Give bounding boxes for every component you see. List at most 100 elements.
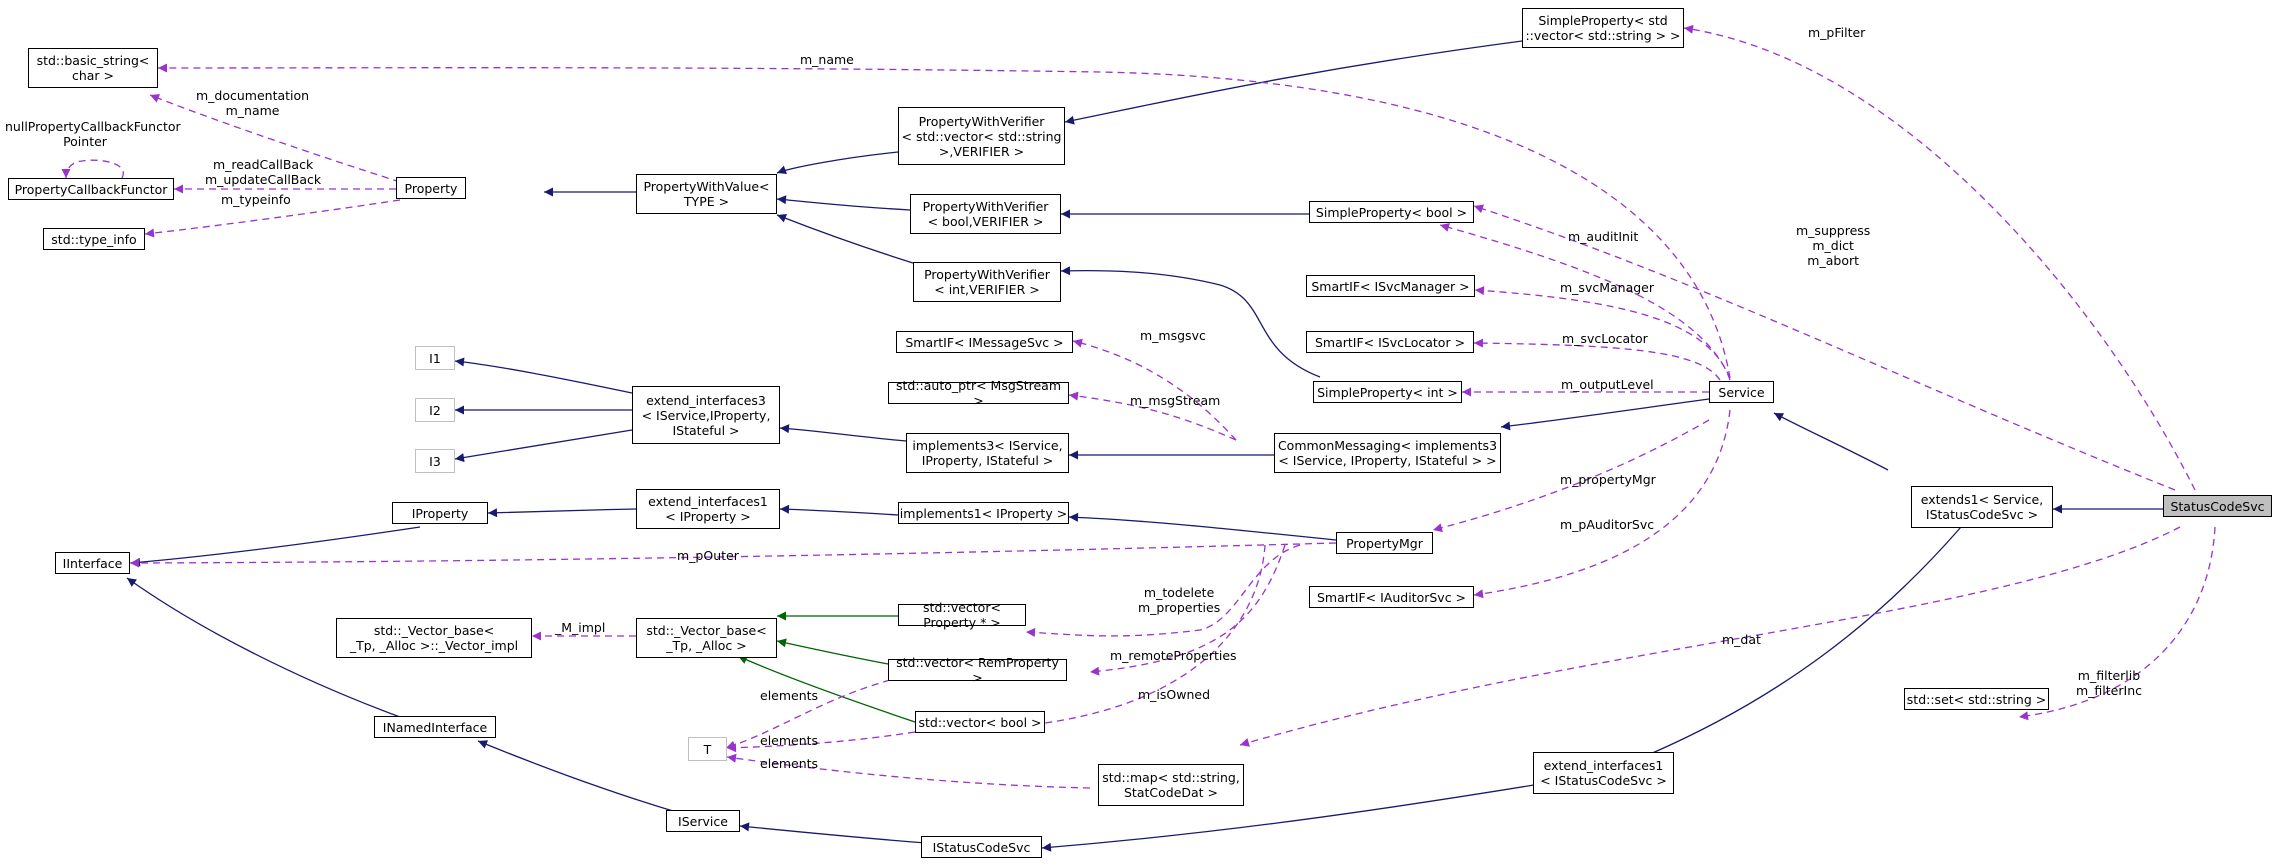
node-smartif-auditorsvc[interactable]: SmartIF< IAuditorSvc >: [1309, 586, 1474, 608]
edge-m-pauditor: [1473, 409, 1731, 599]
node-smartif-msgsvc[interactable]: SmartIF< IMessageSvc >: [896, 331, 1073, 353]
node-service[interactable]: Service: [1709, 381, 1774, 403]
node-i3[interactable]: I3: [415, 449, 455, 473]
edge-iscsvc-from-ext1isc: [1041, 783, 1541, 852]
template-edges: [737, 611, 916, 723]
node-extend-interfaces1-iproperty[interactable]: extend_interfaces1< IProperty >: [636, 489, 780, 529]
node-property-callback-functor[interactable]: PropertyCallbackFunctor: [8, 178, 174, 200]
label-elements-1: elements: [760, 688, 819, 703]
node-simple-property-vector[interactable]: SimpleProperty< std::vector< std::string…: [1522, 8, 1684, 48]
node-simple-property-int[interactable]: SimpleProperty< int >: [1313, 381, 1462, 403]
edge-i1-from-ext3: [454, 357, 633, 394]
edge-m-propertymgr: [1432, 419, 1710, 533]
edge-elements3: [726, 753, 1091, 789]
inheritance-edges: [126, 39, 2163, 852]
edge-m-pouter: [129, 542, 1337, 568]
edge-iinterface-from-iproperty: [130, 526, 421, 567]
edge-i3-from-ext3: [454, 429, 633, 463]
edge-pwv-from-pwver-int: [776, 214, 914, 264]
edge-m-svclocator: [1473, 338, 1721, 381]
edge-service-from-extends1: [1773, 412, 1889, 471]
node-t[interactable]: T: [688, 737, 727, 761]
edge-ext3-from-impl3: [779, 424, 907, 442]
edge-cm-from-service: [1500, 398, 1710, 431]
node-map-string[interactable]: std::map< std::string,StatCodeDat >: [1098, 764, 1244, 806]
edge-elements1: [725, 679, 891, 750]
node-i2[interactable]: I2: [415, 398, 455, 422]
edge-pwver-int-from-sp-int: [1060, 266, 1321, 378]
node-extend-interfaces3[interactable]: extend_interfaces3< IService,IProperty,I…: [632, 386, 780, 444]
edge-elements2: [726, 731, 916, 753]
label-m-svclocator: m_svcLocator: [1562, 331, 1648, 346]
edge-ext1-from-impl1: [779, 504, 899, 516]
node-extend-interfaces1-isc[interactable]: extend_interfaces1< IStatusCodeSvc >: [1533, 752, 1674, 794]
edge-m-suppress: [1473, 204, 2176, 491]
edge-m-todelete: [1025, 544, 1301, 637]
node-type-info[interactable]: std::type_info: [43, 228, 145, 250]
node-implements3[interactable]: implements3< IService,IProperty, IStatef…: [906, 433, 1069, 473]
node-set-string[interactable]: std::set< std::string >: [1904, 688, 2049, 710]
edge-m-auditinit: [1439, 223, 1731, 379]
node-property-mgr[interactable]: PropertyMgr: [1336, 532, 1433, 554]
edge-null-self: [61, 159, 124, 179]
node-status-code-svc[interactable]: StatusCodeSvc: [2163, 495, 2272, 517]
label-m-name: m_name: [800, 52, 854, 67]
node-basic-string[interactable]: std::basic_string<char >: [28, 48, 158, 88]
node-iservice[interactable]: IService: [666, 810, 740, 832]
node-vector-base[interactable]: std::_Vector_base<_Tp, _Alloc >: [636, 618, 777, 658]
node-auto-ptr-msgstream[interactable]: std::auto_ptr< MsgStream >: [888, 378, 1069, 408]
node-iproperty[interactable]: IProperty: [392, 502, 488, 524]
label-m-dat: m_dat: [1722, 632, 1761, 647]
node-pwver-bool[interactable]: PropertyWithVerifier< bool,VERIFIER >: [910, 194, 1061, 234]
node-smartif-svclocator[interactable]: SmartIF< ISvcLocator >: [1306, 331, 1474, 353]
node-vector-impl[interactable]: std::_Vector_base<_Tp, _Alloc >::_Vector…: [336, 618, 532, 658]
edge-pwv-from-pwver-vector: [776, 151, 899, 174]
label-m-outputlevel: m_outputLevel: [1561, 377, 1654, 392]
edge-m-typeinfo: [144, 199, 401, 238]
edge-iinterface-from-inamed: [126, 577, 401, 718]
label-m-msgsvc: m_msgsvc: [1140, 328, 1206, 343]
node-implements1[interactable]: implements1< IProperty >: [898, 502, 1069, 524]
node-i1[interactable]: I1: [415, 346, 455, 370]
node-iinterface[interactable]: IInterface: [55, 552, 130, 574]
edge-m-filterlib: [2018, 526, 2216, 721]
node-smartif-svcmanager[interactable]: SmartIF< ISvcManager >: [1306, 275, 1475, 297]
label-m-propertymgr: m_propertyMgr: [1560, 472, 1656, 487]
node-simple-property-bool[interactable]: SimpleProperty< bool >: [1309, 201, 1474, 223]
label-m-svcmanager: m_svcManager: [1560, 280, 1655, 295]
edge-pwv-from-pwver-bool: [776, 195, 911, 211]
node-pwver-int[interactable]: PropertyWithVerifier< int,VERIFIER >: [913, 262, 1061, 302]
edge-vecbase-from-vecrem: [776, 638, 889, 665]
label-m-pouter: m_pOuter: [677, 548, 739, 563]
label-m-isowned: m_isOwned: [1138, 687, 1211, 702]
node-vector-remproperty[interactable]: std::vector< RemProperty >: [888, 655, 1067, 685]
node-pwver-vector[interactable]: PropertyWithVerifier< std::vector< std::…: [898, 107, 1065, 165]
label-m-pfilter: m_pFilter: [1808, 25, 1866, 40]
edge-m-svcmanager: [1474, 286, 1731, 381]
node-vector-bool[interactable]: std::vector< bool >: [915, 711, 1045, 733]
node-property-with-value[interactable]: PropertyWithValue<TYPE >: [636, 174, 777, 214]
node-property[interactable]: Property: [396, 177, 466, 199]
edge-m-isowned: [1029, 544, 1266, 729]
edge-m-doc: [149, 94, 401, 183]
edge-m-dat: [1239, 526, 2181, 747]
node-inamed-interface[interactable]: INamedInterface: [374, 716, 496, 738]
node-extends1[interactable]: extends1< Service,IStatusCodeSvc >: [1911, 486, 2053, 528]
node-common-messaging[interactable]: CommonMessaging< implements3< IService, …: [1274, 433, 1501, 473]
edge-m-name-top: [157, 63, 1731, 379]
edge-m-remote: [1089, 544, 1286, 676]
node-vector-property[interactable]: std::vector< Property * >: [898, 600, 1026, 630]
node-istatuscodesvc[interactable]: IStatusCodeSvc: [921, 836, 1042, 858]
edge-impl1-from-pmgr: [1068, 512, 1337, 541]
edge-m-msgsvc: [1072, 338, 1237, 441]
label-m-typeinfo: m_typeinfo: [221, 192, 291, 207]
edge-pwver-vector-from-sp-vector: [1064, 39, 1531, 125]
label-m-remoteproperties: m_remoteProperties: [1110, 648, 1237, 663]
